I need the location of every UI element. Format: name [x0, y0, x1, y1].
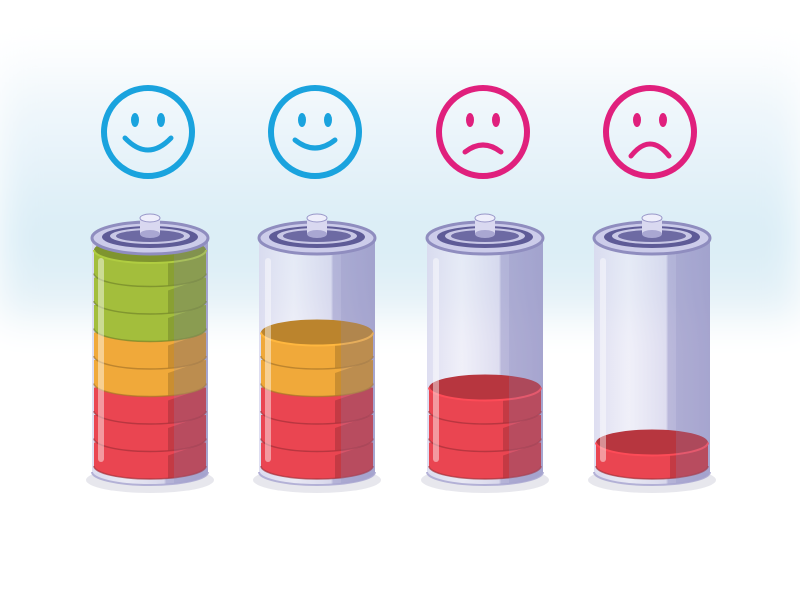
segment-edge — [93, 383, 207, 398]
terminal-body — [475, 218, 495, 234]
terminal-base — [140, 230, 160, 238]
mouth — [292, 137, 338, 151]
frowny-face-icon — [436, 85, 530, 179]
battery-bottom-rim — [91, 471, 209, 486]
right-eye — [659, 113, 667, 127]
battery-3 — [415, 200, 555, 510]
segment-shade — [168, 277, 206, 313]
segment-top — [596, 429, 708, 456]
segment-top-rim — [260, 332, 374, 347]
segment-shade — [168, 360, 206, 396]
segment-edge — [260, 355, 374, 370]
segment-edge — [260, 410, 374, 425]
segment-edge — [93, 273, 207, 288]
battery-4 — [582, 200, 722, 510]
segment-edge — [428, 438, 542, 453]
segment-shade — [335, 442, 373, 478]
segment-edge — [428, 410, 542, 425]
segment-shade — [503, 415, 541, 451]
frowny-face-icon — [603, 85, 697, 179]
battery-2 — [247, 200, 387, 510]
terminal-base — [307, 230, 327, 238]
segment-shade — [168, 305, 206, 341]
right-eye — [492, 113, 500, 127]
segment-edge — [93, 465, 207, 480]
battery-bottom-rim — [426, 471, 544, 486]
face-2 — [265, 82, 365, 182]
face-outline — [436, 85, 530, 179]
segment-top-rim — [428, 387, 542, 402]
face-outline — [603, 85, 697, 179]
face-outline — [268, 85, 362, 179]
left-eye — [298, 113, 306, 127]
mouth — [122, 135, 174, 153]
glass-shade — [174, 238, 209, 484]
terminal-body — [140, 218, 160, 234]
segment-top-rim — [595, 442, 709, 457]
mouth — [462, 142, 504, 155]
left-eye — [466, 113, 474, 127]
right-eye — [324, 113, 332, 127]
segment-top — [261, 319, 373, 346]
segment-edge — [260, 383, 374, 398]
segment-shade — [335, 332, 373, 368]
segment-edge — [93, 438, 207, 453]
face-3 — [433, 82, 533, 182]
segment-shade — [670, 442, 708, 478]
glass-shade — [676, 238, 711, 484]
battery-1 — [80, 200, 220, 510]
smiley-face-icon — [101, 85, 195, 179]
segment-shade — [335, 360, 373, 396]
glass-shade — [509, 238, 544, 484]
segment-shade — [335, 415, 373, 451]
segment-shade — [335, 387, 373, 423]
battery-bottom-rim — [258, 471, 376, 486]
segment-top — [429, 374, 541, 401]
segment-edge — [428, 465, 542, 480]
segment-edge — [260, 438, 374, 453]
segment-shade — [168, 332, 206, 368]
segment-shade — [503, 387, 541, 423]
glass-highlight — [433, 258, 439, 462]
mouth — [628, 141, 672, 159]
segment-shade — [168, 387, 206, 423]
segment-top-rim — [93, 249, 207, 264]
terminal-top — [474, 213, 496, 223]
segment-edge — [93, 328, 207, 343]
segment-edge — [93, 410, 207, 425]
segment-edge — [93, 300, 207, 315]
glass-highlight — [98, 258, 104, 462]
right-eye — [157, 113, 165, 127]
battery-glass — [594, 238, 710, 485]
terminal-body — [307, 218, 327, 234]
terminal-base — [642, 230, 662, 238]
left-eye — [131, 113, 139, 127]
terminal-top — [641, 213, 663, 223]
segment-edge — [260, 465, 374, 480]
terminal-top — [306, 213, 328, 223]
face-outline — [101, 85, 195, 179]
glass-highlight — [265, 258, 271, 462]
segment-shade — [503, 442, 541, 478]
battery-bottom-rim — [593, 471, 711, 486]
segment-shade — [168, 250, 206, 286]
segment-shade — [168, 442, 206, 478]
face-4 — [600, 82, 700, 182]
terminal-body — [642, 218, 662, 234]
segment-shade — [168, 415, 206, 451]
left-eye — [633, 113, 641, 127]
glass-highlight — [600, 258, 606, 462]
face-1 — [98, 82, 198, 182]
segment-edge — [93, 355, 207, 370]
terminal-top — [139, 213, 161, 223]
glass-shade — [341, 238, 376, 484]
segment-edge — [595, 465, 709, 480]
terminal-base — [475, 230, 495, 238]
smiley-face-icon — [268, 85, 362, 179]
